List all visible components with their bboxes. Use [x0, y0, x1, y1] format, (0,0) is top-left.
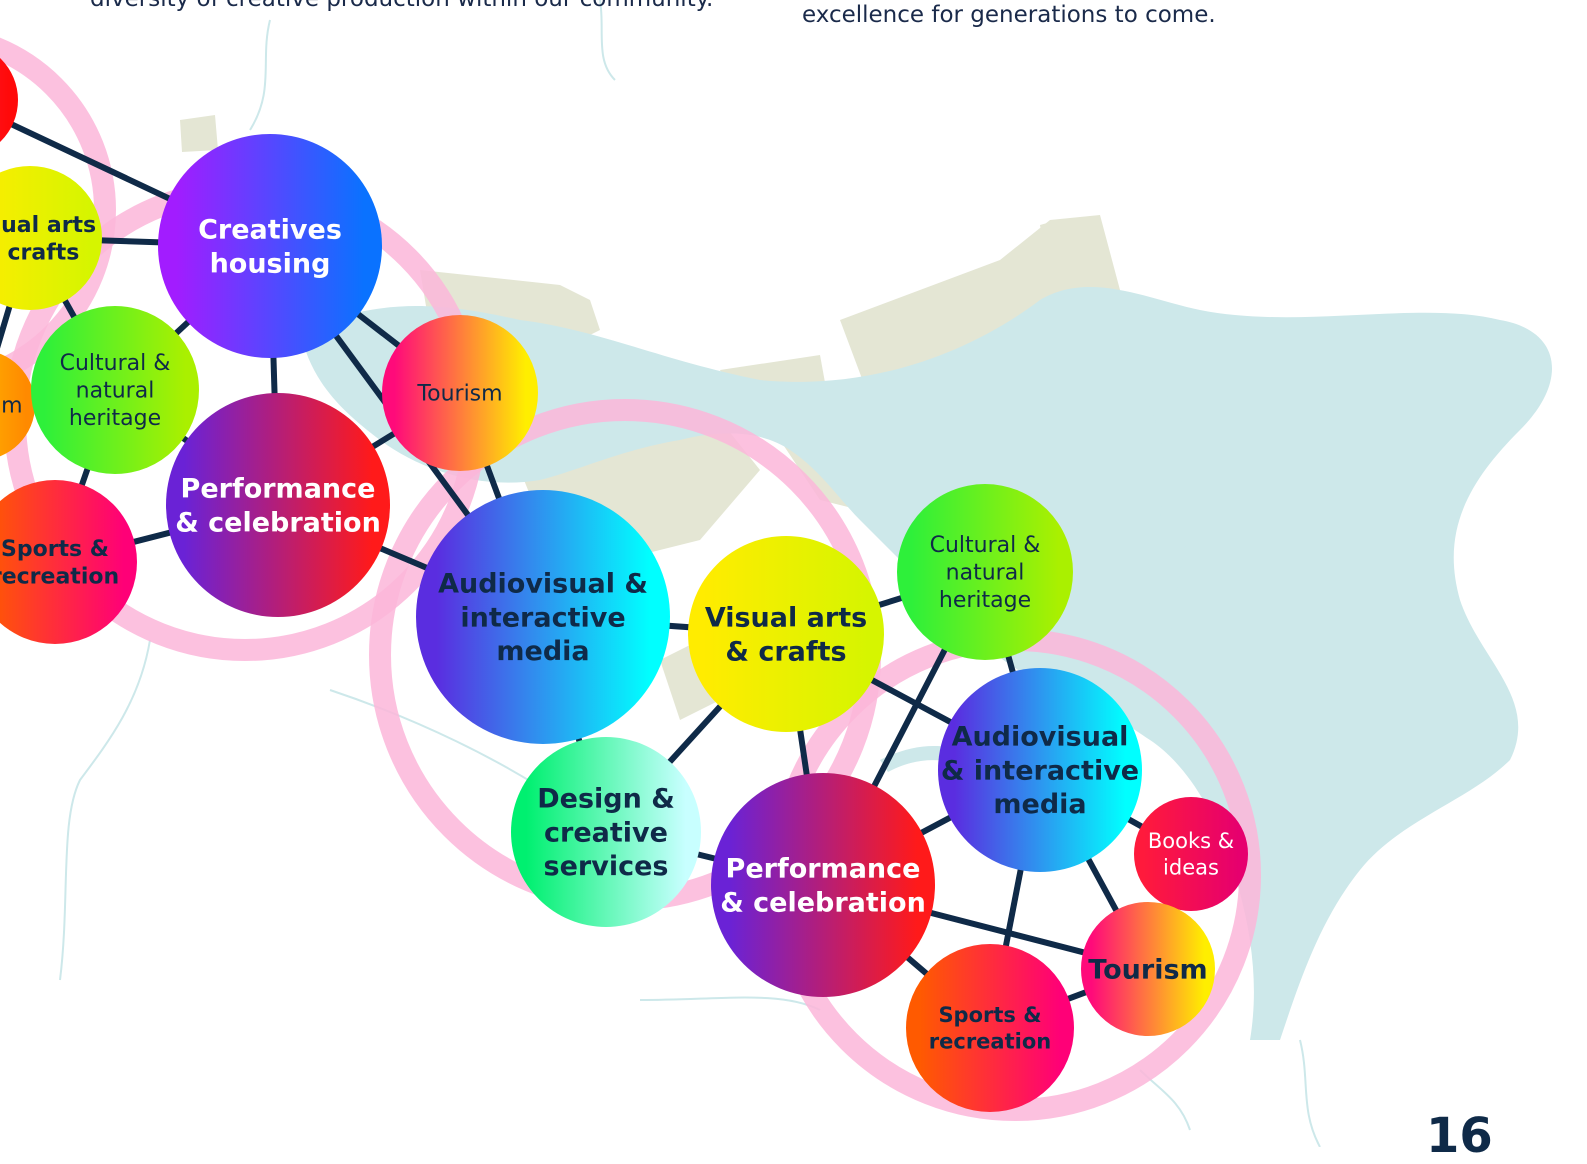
node-circle	[166, 393, 390, 617]
node-n7: Tourism	[382, 315, 538, 471]
node-circle	[382, 315, 538, 471]
node-label-line: Audiovisual &	[438, 569, 648, 600]
node-n9: Visual arts& crafts	[688, 536, 884, 732]
node-n12: Performance& celebration	[711, 773, 935, 997]
node-circle	[688, 536, 884, 732]
node-label-line: & crafts	[725, 636, 846, 667]
node-label-line: Visual arts	[705, 603, 867, 634]
node-label-line: media	[993, 789, 1086, 820]
node-label-line: media	[496, 636, 589, 667]
node-n14: Books &ideas	[1134, 797, 1248, 911]
node-label-line: Tourism	[1088, 954, 1207, 985]
node-label-line: Sports &	[938, 1003, 1041, 1027]
node-n1: Visual arts& crafts	[0, 166, 102, 310]
node-label-line: Design &	[537, 784, 675, 815]
node-circle	[1134, 797, 1248, 911]
node-circle	[906, 944, 1074, 1112]
node-label-line: services	[544, 851, 669, 882]
node-label-line: recreation	[929, 1029, 1051, 1053]
node-label-line: & interactive	[941, 755, 1139, 786]
node-label-line: & crafts	[0, 240, 79, 265]
node-n2: Tourism	[0, 353, 35, 457]
node-label-line: ideas	[1163, 855, 1219, 879]
node-label-line: Tourism	[416, 382, 502, 407]
node-label-line: housing	[210, 248, 331, 279]
node-label-line: Creatives	[198, 215, 342, 246]
node-label-line: recreation	[0, 564, 119, 589]
node-circle	[897, 484, 1073, 660]
node-label-line: Cultural &	[930, 533, 1041, 558]
node-n16: Sports &recreation	[906, 944, 1074, 1112]
node-n3: Sports &recreation	[0, 480, 137, 644]
node-label-line: Sports &	[1, 537, 109, 562]
node-label-line: Performance	[726, 854, 921, 885]
node-circle	[0, 480, 137, 644]
intro-text-right: excellence for generations to come.	[802, 2, 1216, 28]
page-number: 16	[1426, 1108, 1493, 1164]
intro-text-left: diversity of creative production within …	[90, 0, 713, 14]
node-n0	[0, 58, 18, 142]
node-label-line: & celebration	[720, 887, 926, 918]
node-n6: Performance& celebration	[166, 393, 390, 617]
node-circle	[711, 773, 935, 997]
node-label-line: interactive	[460, 602, 625, 633]
node-label-line: Tourism	[0, 394, 23, 419]
node-label-line: natural	[76, 379, 155, 404]
node-circle	[1081, 902, 1215, 1036]
node-label-line: Visual arts	[0, 213, 96, 238]
node-circle	[938, 668, 1142, 872]
node-circle	[31, 306, 199, 474]
node-circle	[416, 490, 670, 744]
node-label-line: heritage	[69, 406, 161, 431]
node-label-line: Performance	[181, 474, 376, 505]
node-n15: Tourism	[1081, 902, 1215, 1036]
node-label-line: heritage	[939, 588, 1031, 613]
node-circle	[158, 134, 382, 358]
node-circle	[0, 353, 35, 457]
node-label-line: Cultural &	[60, 351, 171, 376]
node-circle	[511, 737, 701, 927]
node-layer: Visual arts& craftsTourismSports &recrea…	[0, 58, 1248, 1112]
node-circle	[0, 58, 18, 142]
node-label-line: natural	[946, 561, 1025, 586]
node-label-line: creative	[544, 817, 668, 848]
cluster-ring-upper	[0, 37, 116, 383]
node-label-line: Audiovisual	[952, 722, 1129, 753]
node-label-line: Books &	[1148, 829, 1234, 853]
node-circle	[0, 166, 102, 310]
node-label-line: & celebration	[175, 507, 381, 538]
